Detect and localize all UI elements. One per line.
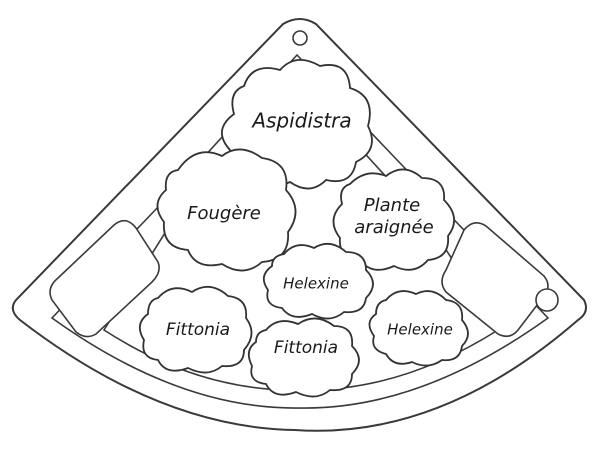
label-helexine-right: Helexine — [387, 321, 453, 339]
plant-helexine-center: Helexine — [262, 242, 374, 320]
label-plante-line2: araignée — [354, 217, 433, 238]
plant-fittonia-center: Fittonia — [247, 317, 360, 398]
left-compartment — [49, 219, 160, 338]
label-fougere: Fougère — [187, 203, 261, 224]
label-aspidistra: Aspidistra — [250, 109, 351, 133]
label-fittonia-center: Fittonia — [274, 338, 338, 358]
plant-fougere: Fougère — [156, 148, 297, 272]
right-compartment — [441, 222, 549, 338]
label-fittonia-left: Fittonia — [166, 320, 230, 340]
hanging-hole — [292, 30, 308, 46]
drain-hole — [535, 288, 559, 312]
plant-helexine-right: Helexine — [368, 290, 469, 367]
label-plante-line1: Plante — [364, 195, 420, 216]
plant-fittonia-left: Fittonia — [138, 286, 253, 374]
plant-plante-araignee: Plante araignée — [332, 168, 455, 271]
label-helexine-center: Helexine — [283, 275, 349, 293]
